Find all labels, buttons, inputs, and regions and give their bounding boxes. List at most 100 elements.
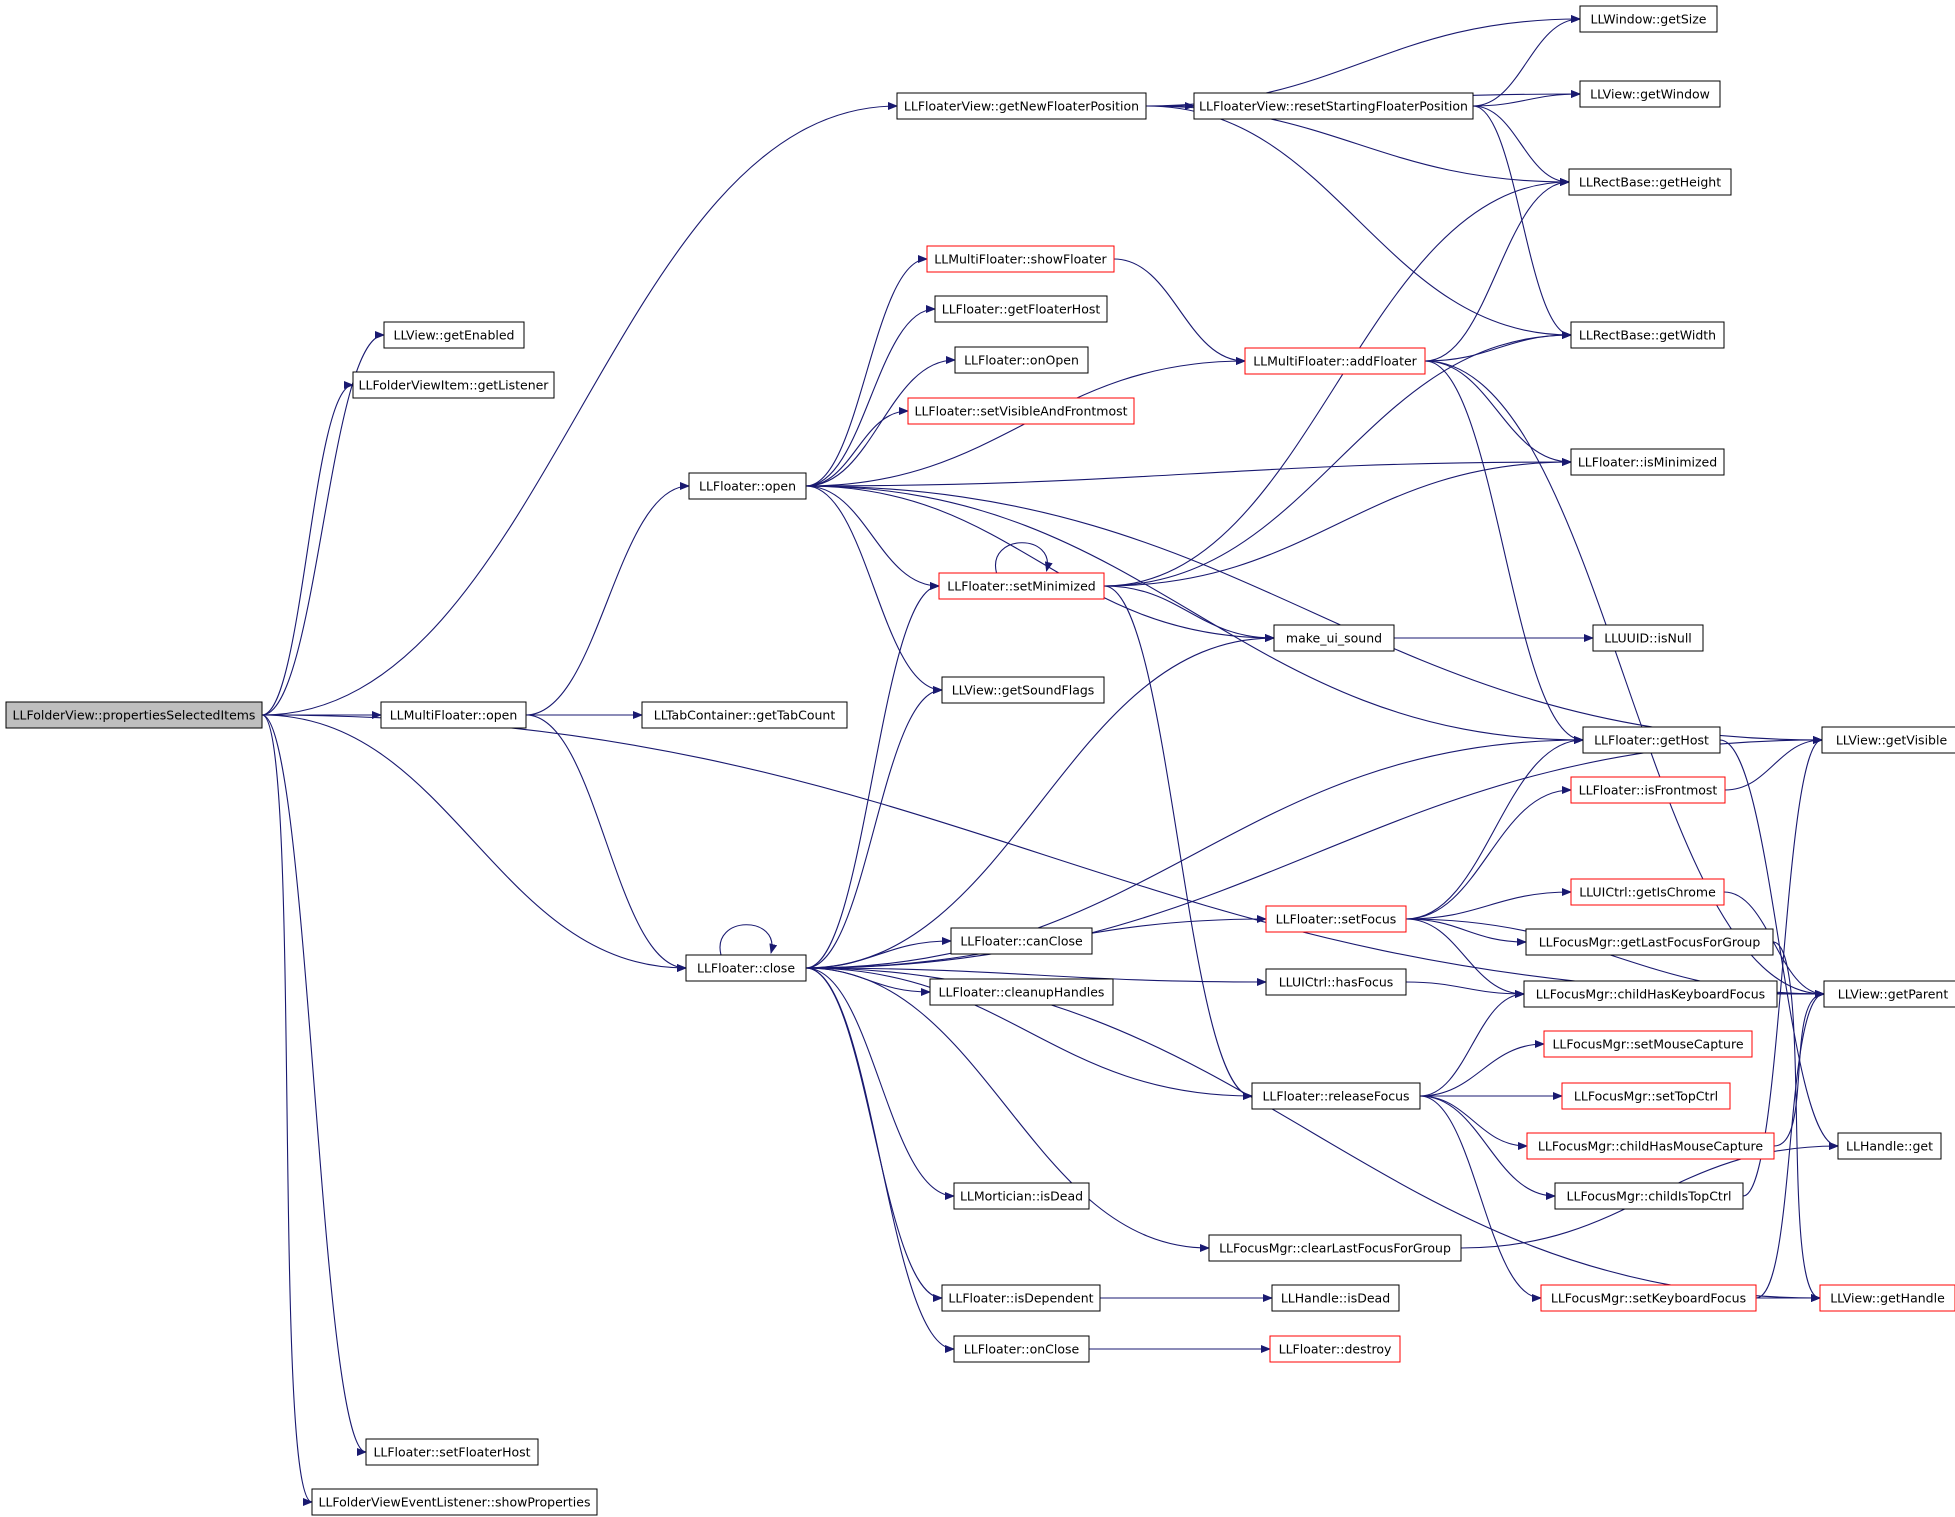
- node-n35[interactable]: LLUUID::isNull: [1592, 624, 1704, 652]
- node-n12[interactable]: LLFloater::onOpen: [954, 346, 1089, 374]
- edge-n22-n33: [1424, 331, 1572, 362]
- node-box: [1570, 776, 1726, 804]
- node-box: [365, 1438, 539, 1466]
- node-label: LLFocusMgr::childHasMouseCapture: [1538, 1139, 1764, 1154]
- edge-n44-n46: [1742, 736, 1823, 1197]
- node-n4[interactable]: LLMultiFloater::open: [380, 701, 527, 729]
- node-n47[interactable]: LLView::getParent: [1823, 980, 1955, 1008]
- node-n27[interactable]: LLFocusMgr::clearLastFocusForGroup: [1208, 1234, 1462, 1262]
- node-n40[interactable]: LLFocusMgr::childHasKeyboardFocus: [1523, 980, 1778, 1008]
- node-box: [1540, 1284, 1757, 1312]
- node-n25[interactable]: LLUICtrl::hasFocus: [1265, 968, 1407, 996]
- node-box: [1568, 168, 1732, 196]
- node-n34[interactable]: LLFloater::isMinimized: [1570, 448, 1725, 476]
- node-n45[interactable]: LLFocusMgr::setKeyboardFocus: [1540, 1284, 1757, 1312]
- node-label: LLFolderViewItem::getListener: [359, 378, 550, 393]
- node-n19[interactable]: LLFloater::isDependent: [941, 1284, 1101, 1312]
- node-label: LLFloater::close: [697, 961, 795, 976]
- node-n33[interactable]: LLRectBase::getWidth: [1570, 321, 1725, 349]
- edge-n0-n2: [261, 381, 354, 716]
- node-box: [941, 1284, 1101, 1312]
- node-label: LLView::getVisible: [1836, 733, 1948, 748]
- node-n49[interactable]: LLView::getHandle: [1819, 1284, 1955, 1312]
- node-n39[interactable]: LLFocusMgr::getLastFocusForGroup: [1525, 928, 1774, 956]
- node-label: LLView::getEnabled: [394, 328, 515, 343]
- node-box: [1582, 726, 1721, 754]
- edge-n7-n27: [805, 967, 1210, 1252]
- node-n22[interactable]: LLMultiFloater::addFloater: [1244, 347, 1426, 375]
- node-n11[interactable]: LLFloater::getFloaterHost: [934, 295, 1108, 323]
- node-n30[interactable]: LLWindow::getSize: [1579, 5, 1718, 33]
- node-label: LLView::getParent: [1838, 987, 1949, 1002]
- node-label: LLFolderView::propertiesSelectedItems: [13, 708, 256, 723]
- node-box: [1821, 726, 1955, 754]
- node-n24[interactable]: LLFloater::setFocus: [1265, 905, 1407, 933]
- node-n44[interactable]: LLFocusMgr::childIsTopCtrl: [1554, 1182, 1744, 1210]
- node-n29[interactable]: LLFloater::destroy: [1269, 1335, 1401, 1363]
- node-box: [907, 397, 1135, 425]
- node-n23[interactable]: make_ui_sound: [1273, 624, 1395, 652]
- node-n6[interactable]: LLFloater::open: [688, 472, 807, 500]
- node-label: LLFloater::open: [699, 479, 796, 494]
- node-n1[interactable]: LLView::getEnabled: [383, 321, 525, 349]
- node-n38[interactable]: LLUICtrl::getIsChrome: [1570, 878, 1725, 906]
- node-box: [380, 701, 527, 729]
- node-n10[interactable]: LLMultiFloater::showFloater: [926, 245, 1115, 273]
- edge-n6-n13: [805, 407, 909, 487]
- node-n37[interactable]: LLFloater::isFrontmost: [1570, 776, 1726, 804]
- edge-n3-n33: [1145, 105, 1572, 339]
- node-n17[interactable]: LLFloater::cleanupHandles: [929, 978, 1114, 1006]
- node-label: LLFocusMgr::getLastFocusForGroup: [1539, 935, 1761, 950]
- node-label: LLFocusMgr::clearLastFocusForGroup: [1219, 1241, 1451, 1256]
- edge-n26-n41: [1419, 1040, 1545, 1097]
- node-n46[interactable]: LLView::getVisible: [1821, 726, 1955, 754]
- edge-n7-n25: [805, 967, 1267, 986]
- node-n21[interactable]: LLFloaterView::resetStartingFloaterPosit…: [1193, 92, 1474, 120]
- node-n28[interactable]: LLHandle::isDead: [1271, 1284, 1400, 1312]
- node-n13[interactable]: LLFloater::setVisibleAndFrontmost: [907, 397, 1135, 425]
- node-n31[interactable]: LLView::getWindow: [1579, 80, 1721, 108]
- edge-n4-n6: [525, 482, 690, 716]
- edge-n36-n48: [1719, 739, 1839, 1150]
- node-label: LLFloaterView::resetStartingFloaterPosit…: [1199, 99, 1468, 114]
- node-label: LLFloater::setVisibleAndFrontmost: [914, 404, 1127, 419]
- edge-n14-n14: [994, 542, 1053, 574]
- node-n2[interactable]: LLFolderViewItem::getListener: [352, 371, 555, 399]
- node-box: [1579, 80, 1721, 108]
- node-box: [1823, 980, 1955, 1008]
- node-n14[interactable]: LLFloater::setMinimized: [938, 572, 1105, 600]
- node-box: [1269, 1335, 1401, 1363]
- node-label: make_ui_sound: [1286, 631, 1382, 646]
- edge-n0-n47: [261, 714, 1825, 998]
- node-box: [953, 1182, 1090, 1210]
- edge-n14-n23: [1103, 585, 1275, 642]
- node-n20[interactable]: LLFloater::onClose: [953, 1335, 1090, 1363]
- node-n42[interactable]: LLFocusMgr::setTopCtrl: [1561, 1082, 1731, 1110]
- node-n7[interactable]: LLFloater::close: [685, 954, 807, 982]
- node-n5[interactable]: LLTabContainer::getTabCount: [641, 701, 848, 729]
- node-box: [938, 572, 1105, 600]
- edge-n7-n20: [805, 967, 955, 1353]
- node-n48[interactable]: LLHandle::get: [1837, 1132, 1942, 1160]
- node-n18[interactable]: LLMortician::isDead: [953, 1182, 1090, 1210]
- node-n32[interactable]: LLRectBase::getHeight: [1568, 168, 1732, 196]
- node-n3[interactable]: LLFloaterView::getNewFloaterPosition: [896, 92, 1147, 120]
- node-n16[interactable]: LLFloater::canClose: [950, 927, 1093, 955]
- node-box: [1271, 1284, 1400, 1312]
- node-n9[interactable]: LLFolderViewEventListener::showPropertie…: [311, 1488, 598, 1516]
- node-n8[interactable]: LLFloater::setFloaterHost: [365, 1438, 539, 1466]
- node-label: LLFloater::setFloaterHost: [373, 1445, 530, 1460]
- node-n41[interactable]: LLFocusMgr::setMouseCapture: [1543, 1030, 1753, 1058]
- edge-n43-n47: [1773, 990, 1825, 1147]
- node-n15[interactable]: LLView::getSoundFlags: [941, 676, 1105, 704]
- node-n36[interactable]: LLFloater::getHost: [1582, 726, 1721, 754]
- node-box: [953, 1335, 1090, 1363]
- node-label: LLFloater::onOpen: [964, 353, 1079, 368]
- edge-n22-n36: [1424, 360, 1584, 744]
- node-n0[interactable]: LLFolderView::propertiesSelectedItems: [5, 701, 263, 729]
- node-n26[interactable]: LLFloater::releaseFocus: [1251, 1082, 1421, 1110]
- node-label: LLFloaterView::getNewFloaterPosition: [904, 99, 1139, 114]
- node-n43[interactable]: LLFocusMgr::childHasMouseCapture: [1526, 1132, 1775, 1160]
- edge-n7-n23: [805, 634, 1275, 969]
- node-label: LLRectBase::getHeight: [1579, 175, 1721, 190]
